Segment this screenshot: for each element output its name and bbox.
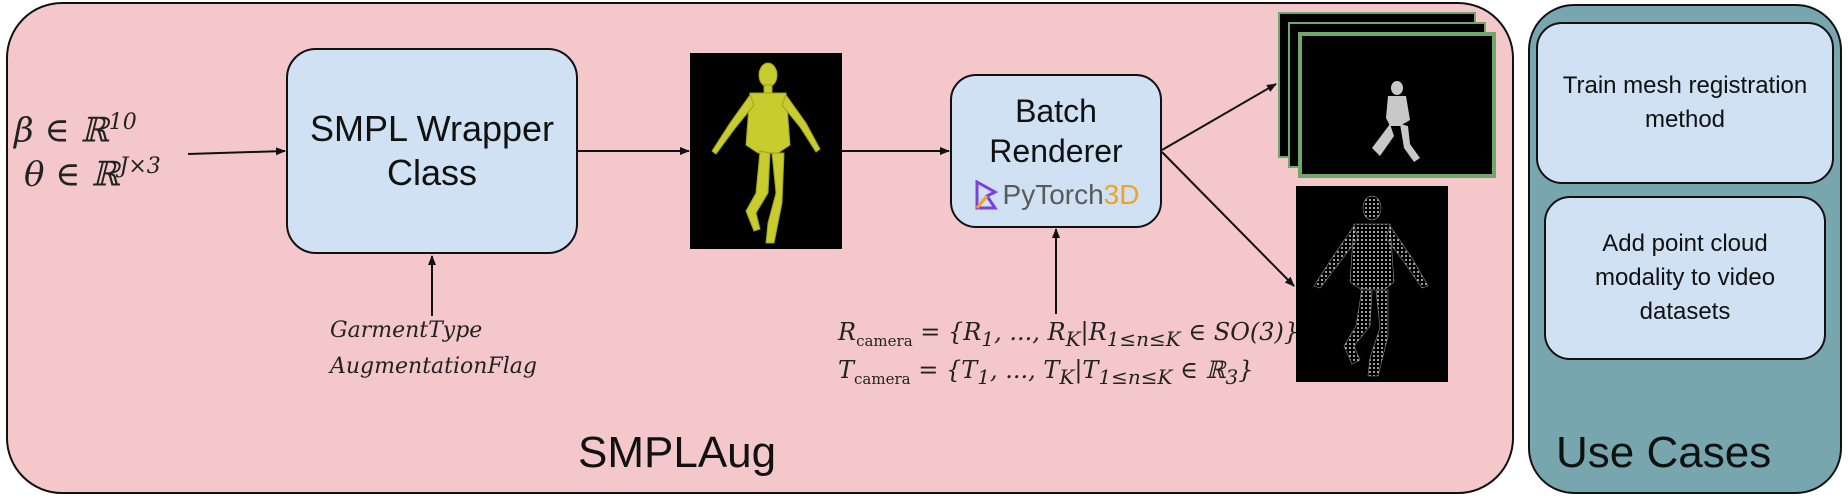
camera-rotation-param: Rcamera = {R1, ..., RK|R1≤n≤K ∈ SO(3)} xyxy=(838,318,1300,351)
smpl-wrapper-label: SMPL Wrapper Class xyxy=(309,108,555,193)
batch-renderer-label: Batch Renderer xyxy=(989,93,1123,169)
arrow-renderer-to-pointcloud xyxy=(1161,151,1295,287)
mesh-figure xyxy=(711,62,821,244)
use-cases-label: Use Cases xyxy=(1556,428,1772,477)
use-case-2-label: Add point cloud modality to video datase… xyxy=(1594,230,1776,325)
use-case-point-cloud: Add point cloud modality to video datase… xyxy=(1544,196,1826,360)
beta-param: β ∈ ℝ10 xyxy=(14,110,137,151)
point-cloud-figure xyxy=(1313,195,1429,377)
arrow-renderer-to-depth xyxy=(1161,83,1277,151)
arrow-params-to-smpl xyxy=(187,147,286,156)
pytorch3d-logo-icon xyxy=(975,180,998,210)
point-cloud-image xyxy=(1296,186,1448,382)
camera-translation-param: Tcamera = {T1, ..., TK|T1≤n≤K ∈ ℝ3} xyxy=(838,356,1254,389)
garment-type-flag: GarmentType xyxy=(330,318,483,343)
mesh-image xyxy=(690,53,842,249)
smpl-wrapper-box: SMPL Wrapper Class xyxy=(286,48,578,254)
depth-silhouette xyxy=(1372,81,1420,162)
augmentation-flag: AugmentationFlag xyxy=(330,354,537,379)
pytorch-text: PyTorch xyxy=(1002,179,1104,210)
use-case-1-label: Train mesh registration method xyxy=(1562,72,1808,133)
theta-param: θ ∈ ℝJ×3 xyxy=(24,154,161,195)
pytorch-3d-text: 3D xyxy=(1103,179,1140,210)
use-case-mesh-registration: Train mesh registration method xyxy=(1536,22,1834,184)
smplaug-label: SMPLAug xyxy=(578,428,777,477)
depth-image xyxy=(1300,34,1494,176)
